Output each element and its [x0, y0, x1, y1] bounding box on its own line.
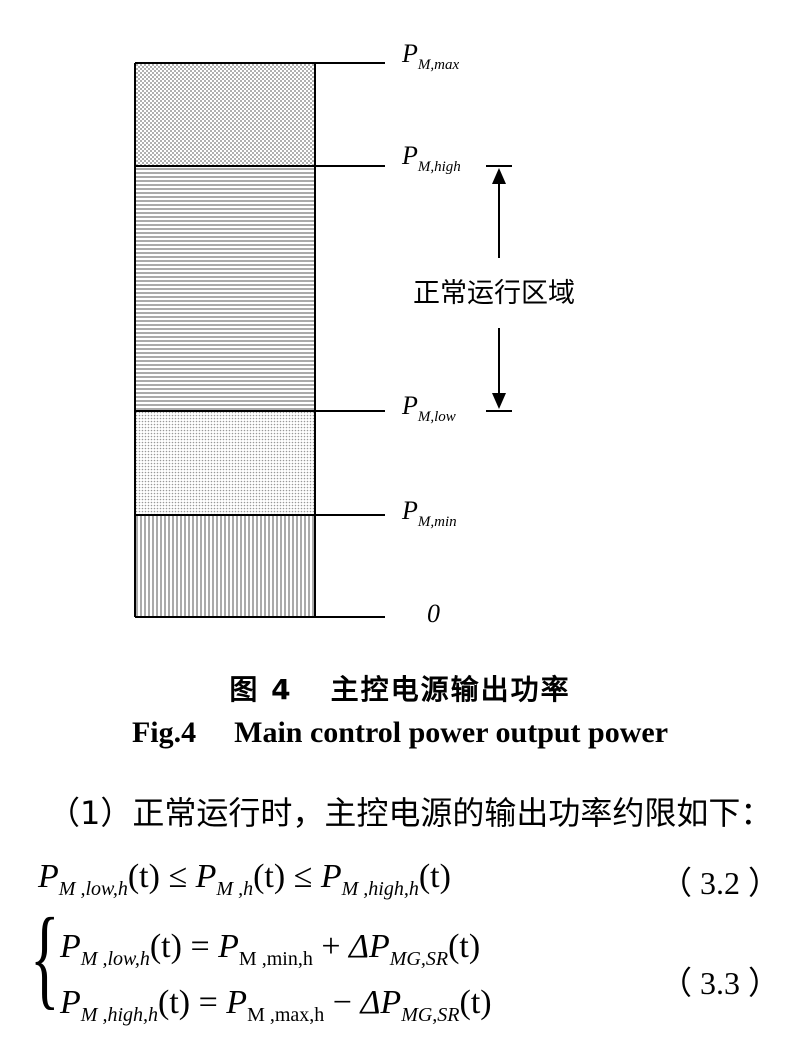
- equation-number-3-2: （ 3.2 ）: [660, 865, 781, 901]
- system-brace: {: [30, 896, 60, 1020]
- level-label-max: PM,max: [401, 39, 459, 73]
- level-label-min: PM,min: [401, 496, 457, 530]
- power-zone-diagram: PM,max PM,high PM,low PM,min 0 正常运行区域: [134, 39, 575, 628]
- equation-3-3-row-1: PM ,low,h(t) = PM ,min,h + ΔPMG,SR(t): [60, 928, 481, 970]
- region-label: 正常运行区域: [413, 278, 575, 309]
- zone-above-high: [135, 63, 315, 166]
- equation-number-3-3: （ 3.3 ）: [660, 965, 781, 1001]
- equation-3-3-row-2: PM ,high,h(t) = PM ,max,h − ΔPMG,SR(t): [60, 984, 492, 1026]
- body-paragraph: （1）正常运行时，主控电源的输出功率约限如下：: [48, 794, 773, 832]
- level-label-zero: 0: [427, 599, 440, 628]
- zone-normal: [135, 166, 315, 411]
- level-label-high: PM,high: [401, 141, 461, 175]
- zone-below-min: [135, 515, 315, 617]
- equation-3-2: PM ,low,h(t) ≤ PM ,h(t) ≤ PM ,high,h(t): [38, 858, 451, 900]
- range-arrow-down-icon: [492, 393, 506, 409]
- range-arrow-up-icon: [492, 168, 506, 184]
- level-label-low: PM,low: [401, 391, 456, 425]
- zone-low-min: [135, 411, 315, 515]
